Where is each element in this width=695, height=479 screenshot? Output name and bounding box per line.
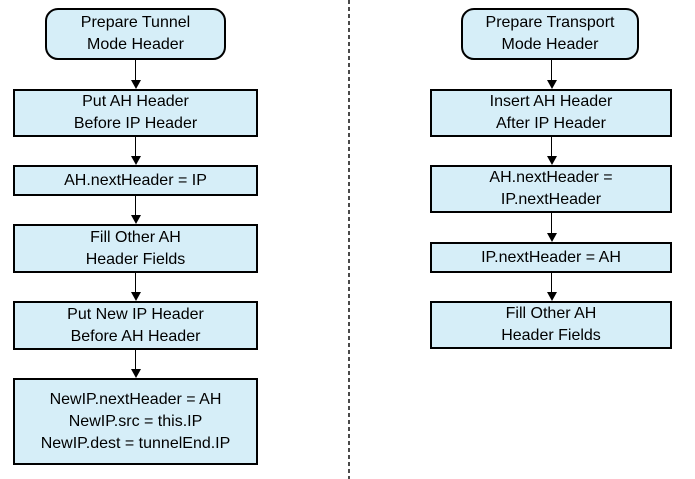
arrowhead-down-icon bbox=[130, 369, 141, 378]
step-fill-other-ah-header-fields-transport: Fill Other AH Header Fields bbox=[430, 301, 672, 349]
step-text-line: Put New IP Header bbox=[67, 305, 204, 323]
arrow-down bbox=[130, 350, 141, 378]
arrow-stem bbox=[550, 273, 553, 294]
step-prepare-transport-mode-header: Prepare Transport Mode Header bbox=[461, 8, 639, 60]
step-text-line: Prepare Transport bbox=[485, 14, 615, 31]
arrow-down bbox=[130, 60, 141, 89]
arrowhead-down-icon bbox=[130, 80, 141, 89]
step-text-line: NewIP.nextHeader = AH bbox=[49, 390, 222, 408]
arrow-stem bbox=[134, 137, 137, 158]
step-text-line: Mode Header bbox=[501, 36, 599, 53]
step-put-new-ip-header-before-ah-header: Put New IP Header Before AH Header bbox=[13, 301, 258, 350]
arrowhead-down-icon bbox=[130, 215, 141, 224]
arrow-down bbox=[546, 273, 557, 301]
step-text-line: Fill Other AH bbox=[505, 305, 597, 322]
step-text-line: Fill Other AH bbox=[90, 228, 181, 246]
step-text-line: NewIP.src = this.IP bbox=[68, 412, 203, 430]
arrow-down bbox=[130, 137, 141, 165]
step-insert-ah-header-after-ip-header: Insert AH Header After IP Header bbox=[430, 89, 672, 137]
arrowhead-down-icon bbox=[130, 292, 141, 301]
step-prepare-tunnel-mode-header: Prepare Tunnel Mode Header bbox=[45, 8, 226, 60]
arrow-stem bbox=[550, 213, 553, 235]
arrow-stem bbox=[134, 60, 137, 82]
step-text-line: Header Fields bbox=[85, 250, 186, 268]
step-text-line: After IP Header bbox=[496, 115, 606, 132]
step-text-line: Insert AH Header bbox=[489, 93, 613, 110]
step-text-line: Before IP Header bbox=[73, 115, 198, 132]
step-text-line: Put AH Header bbox=[82, 93, 189, 110]
arrow-stem bbox=[550, 137, 553, 158]
step-text-line: Header Fields bbox=[501, 327, 601, 344]
arrow-down bbox=[546, 213, 557, 242]
step-text-line: IP.nextHeader bbox=[500, 191, 602, 208]
arrow-stem bbox=[134, 350, 137, 371]
dashed-divider bbox=[348, 0, 350, 479]
step-text-line: Mode Header bbox=[87, 36, 184, 53]
step-text-line: NewIP.dest = tunnelEnd.IP bbox=[40, 434, 231, 452]
step-text-line: Before AH Header bbox=[70, 327, 201, 345]
arrowhead-down-icon bbox=[546, 156, 557, 165]
arrowhead-down-icon bbox=[546, 292, 557, 301]
arrowhead-down-icon bbox=[546, 233, 557, 242]
arrowhead-down-icon bbox=[130, 156, 141, 165]
arrow-stem bbox=[550, 60, 553, 82]
step-newip-assignments: NewIP.nextHeader = AH NewIP.src = this.I… bbox=[13, 378, 258, 465]
step-put-ah-header-before-ip-header: Put AH Header Before IP Header bbox=[13, 89, 258, 137]
step-fill-other-ah-header-fields-tunnel: Fill Other AH Header Fields bbox=[13, 224, 258, 273]
arrowhead-down-icon bbox=[546, 80, 557, 89]
step-ah-nextheader-ip-nextheader: AH.nextHeader = IP.nextHeader bbox=[430, 165, 672, 213]
step-ah-nextheader-ip: AH.nextHeader = IP bbox=[13, 165, 258, 196]
arrow-stem bbox=[134, 273, 137, 294]
step-text-line: AH.nextHeader = bbox=[489, 169, 613, 186]
arrow-stem bbox=[134, 196, 137, 217]
arrow-down bbox=[130, 196, 141, 224]
step-ip-nextheader-ah: IP.nextHeader = AH bbox=[430, 242, 672, 273]
arrow-down bbox=[130, 273, 141, 301]
arrow-down bbox=[546, 60, 557, 89]
step-text-line: AH.nextHeader = IP bbox=[64, 171, 207, 189]
step-text-line: IP.nextHeader = AH bbox=[481, 248, 621, 266]
arrow-down bbox=[546, 137, 557, 165]
step-text-line: Prepare Tunnel bbox=[80, 14, 191, 31]
